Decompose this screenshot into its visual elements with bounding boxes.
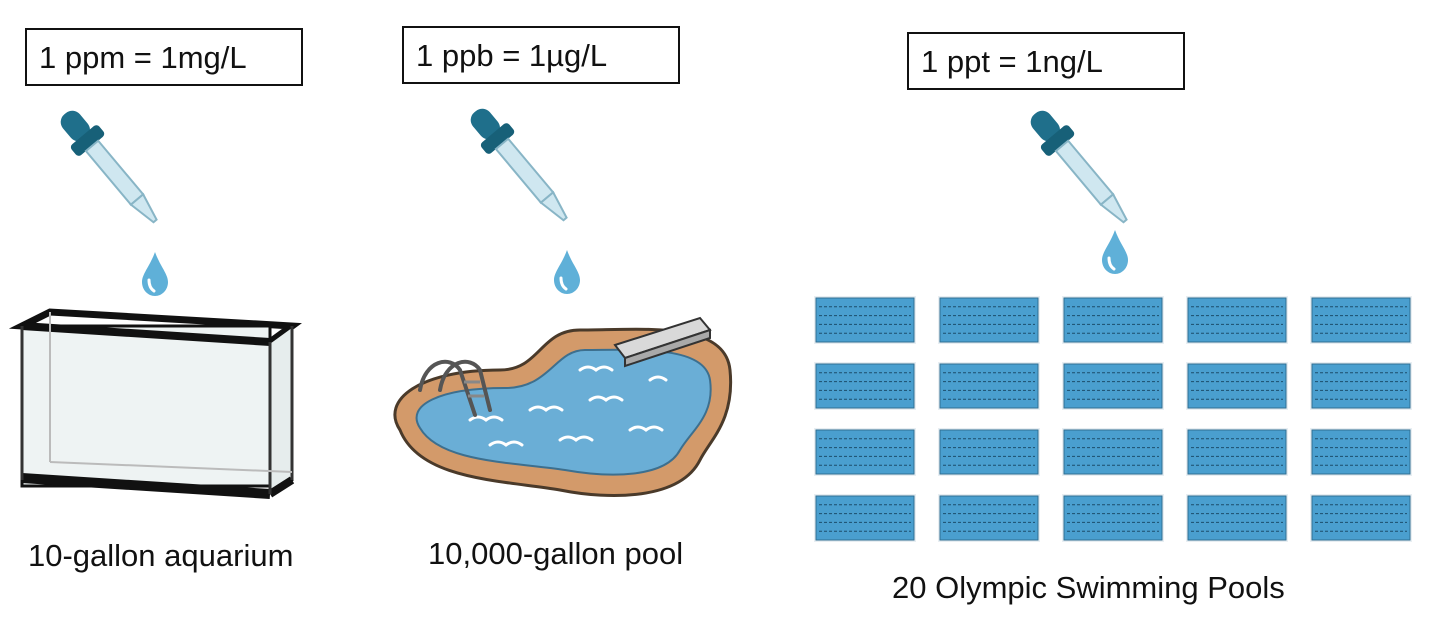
aquarium-icon [8,308,302,499]
olympic-pool-icon [1186,494,1288,542]
olympic-pool-icon [814,494,916,542]
water-drop-icon [142,252,168,296]
olympic-pool-icon [1062,428,1164,476]
dropper-icon [1030,110,1128,224]
olympic-pool-icon [1186,362,1288,410]
caption-olympic: 20 Olympic Swimming Pools [892,570,1285,605]
olympic-pool-icon [1310,296,1412,344]
olympic-pool-icon [1310,428,1412,476]
panel-ppm: 1 ppm = 1mg/L 10-gallon aquarium [0,0,360,630]
dropper-icon [60,110,158,224]
backyard-pool-icon [393,316,733,498]
olympic-pool-icon [1186,296,1288,344]
olympic-pool-icon [814,362,916,410]
olympic-pool-icon [938,494,1040,542]
olympic-pool-icon [1062,362,1164,410]
panel-ppb: 1 ppb = 1µg/L [370,0,770,630]
olympic-pool-icon [814,296,916,344]
water-drop-icon [554,250,580,294]
olympic-pool-icon [938,296,1040,344]
olympic-pool-icon [1310,362,1412,410]
unit-label-ppm: 1 ppm = 1mg/L [25,28,303,86]
caption-aquarium: 10-gallon aquarium [28,538,294,573]
water-drop-icon [1102,230,1128,274]
olympic-pool-icon [1062,494,1164,542]
caption-pool: 10,000-gallon pool [428,536,684,571]
olympic-pool-icon [1186,428,1288,476]
unit-label-ppt: 1 ppt = 1ng/L [907,32,1185,90]
olympic-pool-icon [938,362,1040,410]
panel-ppt: 1 ppt = 1ng/L 20 Olympic Swimming Pools [800,0,1446,630]
olympic-pool-icon [938,428,1040,476]
olympic-pool-icon [814,428,916,476]
unit-label-ppb: 1 ppb = 1µg/L [402,26,680,84]
olympic-pool-icon [1062,296,1164,344]
olympic-pool-icon [1310,494,1412,542]
olympic-pool-grid [814,296,1412,542]
dropper-icon [470,108,568,222]
